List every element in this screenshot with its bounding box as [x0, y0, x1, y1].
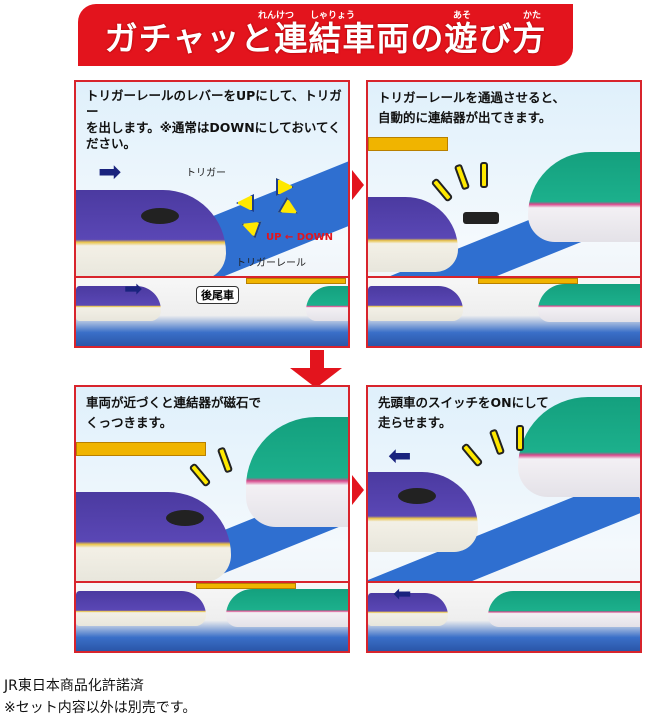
- green-train: [226, 589, 348, 627]
- flow-line: [310, 350, 324, 370]
- up-label: UP: [266, 232, 282, 243]
- ruby: かた: [523, 11, 542, 21]
- purple-train: [368, 593, 448, 626]
- step-caption: 車両が近づくと連結器が磁石で くっつきます。: [86, 395, 262, 430]
- green-train: [488, 591, 640, 627]
- purple-train: [368, 197, 458, 272]
- direction-arrow-icon: ➡: [98, 155, 122, 188]
- up-down-label: UP ← DOWN: [266, 232, 333, 243]
- step-1-panel: トリガーレールのレバーをUPにして、トリガー を出します。※通常はDOWNにして…: [74, 80, 350, 348]
- step-caption: 先頭車のスイッチをONにして 走らせます。: [378, 395, 549, 430]
- rear-car-label: 後尾車: [196, 286, 239, 304]
- step-3-panel: 車両が近づくと連結器が磁石で くっつきます。: [74, 385, 350, 653]
- ruby: れんけつ: [258, 11, 295, 21]
- ruby: あそ: [453, 11, 472, 21]
- green-train: [306, 286, 348, 321]
- ruby: しゃりょう: [310, 11, 356, 21]
- sold-separately-note: ※セット内容以外は別売です。: [4, 700, 197, 716]
- purple-train: [368, 472, 478, 552]
- station-gate: [478, 278, 578, 284]
- direction-arrow-icon: ➡: [393, 582, 412, 607]
- spark-icon: [188, 462, 212, 488]
- purple-train: [76, 492, 231, 582]
- next-step-arrow-icon: [352, 170, 364, 200]
- direction-arrow-icon: ➡: [388, 439, 412, 472]
- overview-strip: [76, 581, 348, 651]
- direction-arrow-icon: ➡: [124, 277, 143, 302]
- station-gate: [196, 583, 296, 589]
- station-gate: [368, 137, 448, 151]
- page-title: ガチャッと連結車両の遊び方: [104, 19, 547, 58]
- purple-train: [76, 190, 226, 280]
- license-note: JR東日本商品化許諾済: [4, 678, 144, 694]
- title-banner: れんけつ しゃりょう あそ かた ガチャッと連結車両の遊び方: [78, 4, 573, 66]
- step-2-panel: トリガーレールを通過させると、 自動的に連結器が出てきます。: [366, 80, 642, 348]
- coupler: [463, 212, 499, 224]
- green-train: [528, 152, 640, 242]
- overview-strip: [368, 276, 640, 346]
- spark-icon: [453, 163, 471, 191]
- spark-icon: [516, 425, 524, 451]
- next-step-arrow-icon: [352, 475, 364, 505]
- purple-train: [76, 286, 161, 321]
- spark-icon: [460, 442, 484, 468]
- purple-train: [76, 591, 206, 626]
- spark-icon: [216, 446, 234, 474]
- green-train: [246, 417, 348, 527]
- step-caption: トリガーレールのレバーをUPにして、トリガー を出します。※通常はDOWNにして…: [86, 88, 342, 151]
- overview-strip: ➡ 後尾車: [76, 276, 348, 346]
- spark-icon: [430, 177, 454, 203]
- step-caption: トリガーレールを通過させると、 自動的に連結器が出てきます。: [378, 90, 566, 125]
- trigger-label: トリガー: [186, 168, 226, 179]
- spark-icon: [480, 162, 488, 188]
- down-label: DOWN: [296, 232, 333, 243]
- station-gate: [76, 442, 206, 456]
- step-4-panel: 先頭車のスイッチをONにして 走らせます。 ➡ ➡: [366, 385, 642, 653]
- green-train: [538, 284, 640, 322]
- trigger-rail-label: トリガーレール: [236, 258, 306, 269]
- station-gate: [246, 278, 346, 284]
- purple-train: [368, 286, 463, 321]
- overview-strip: ➡: [368, 581, 640, 651]
